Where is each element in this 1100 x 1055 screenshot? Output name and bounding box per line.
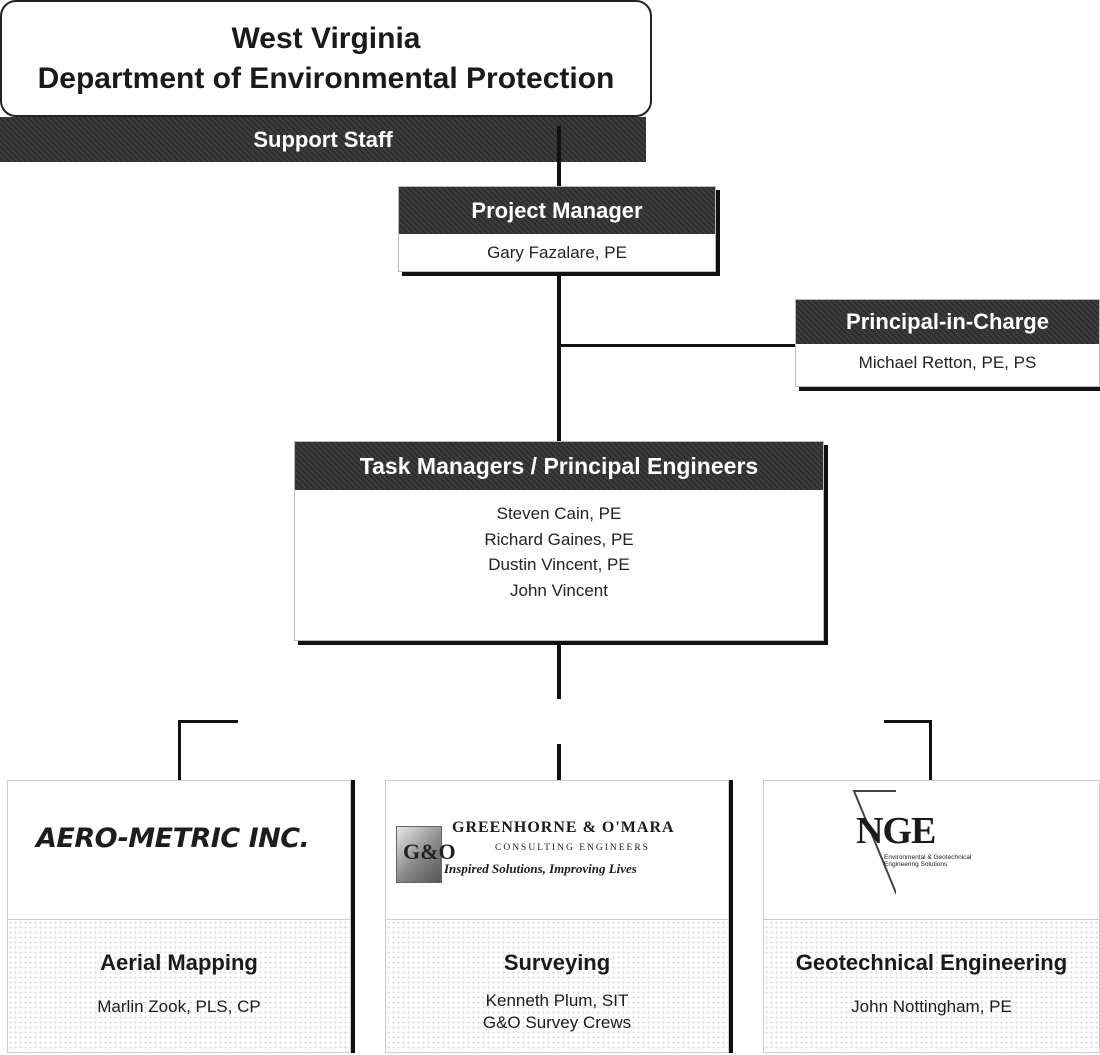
- firm-staff-name: Marlin Zook, PLS, CP: [97, 997, 261, 1016]
- task-manager-name: Dustin Vincent, PE: [488, 555, 630, 574]
- connector-ss-right-drop: [929, 720, 932, 780]
- go-logo-mark: G&O: [403, 839, 456, 864]
- project-manager-title: Project Manager: [399, 187, 715, 234]
- connector-ss-center-drop: [557, 744, 561, 780]
- connector-tm-ss: [557, 645, 561, 699]
- task-manager-name: John Vincent: [510, 580, 608, 600]
- agency-box: West Virginia Department of Environmenta…: [0, 0, 652, 117]
- task-managers-list: Steven Cain, PE Richard Gaines, PE Dusti…: [295, 490, 823, 603]
- firm-staff: John Nottingham, PE: [764, 996, 1099, 1018]
- connector-pic: [557, 344, 795, 347]
- firm-info: Surveying Kenneth Plum, SIT G&O Survey C…: [386, 920, 728, 1055]
- task-manager-name: Richard Gaines, PE: [484, 529, 634, 549]
- connector-ss-left-drop: [178, 720, 181, 780]
- firm-staff-name: G&O Survey Crews: [482, 1013, 632, 1032]
- agency-state: West Virginia: [231, 21, 421, 55]
- project-manager-name: Gary Fazalare, PE: [487, 243, 627, 262]
- project-manager-card: Project Manager Gary Fazalare, PE: [398, 186, 716, 272]
- firm-info: Aerial Mapping Marlin Zook, PLS, CP: [8, 920, 350, 1055]
- go-logo-sub: CONSULTING ENGINEERS: [495, 843, 650, 853]
- nge-logo-tagline: Environmental & Geotechnical Engineering…: [884, 854, 972, 868]
- connector-ss-left: [178, 720, 238, 723]
- greenhorne-logo: G&O GREENHORNE & O'MARA CONSULTING ENGIN…: [386, 781, 728, 920]
- task-manager-name: Steven Cain, PE: [496, 504, 622, 523]
- connector-pm-tm: [557, 276, 561, 441]
- aero-metric-logo: AERO-METRIC INC.: [8, 781, 350, 920]
- firm-staff: Kenneth Plum, SIT G&O Survey Crews: [386, 990, 728, 1034]
- go-logo-icon: G&O: [396, 826, 456, 883]
- task-managers-title: Task Managers / Principal Engineers: [295, 442, 823, 490]
- firm-info: Geotechnical Engineering John Nottingham…: [764, 920, 1099, 1055]
- connector-agency-pm: [557, 126, 561, 186]
- principal-in-charge-card: Principal-in-Charge Michael Retton, PE, …: [795, 299, 1100, 387]
- agency-name: Department of Environmental Protection: [37, 61, 615, 95]
- nge-logo-name: NGE: [856, 810, 936, 852]
- firm-discipline: Geotechnical Engineering: [795, 950, 1068, 975]
- connector-ss-right: [884, 720, 932, 723]
- firm-discipline: Surveying: [503, 950, 611, 975]
- support-staff-bar: Support Staff: [0, 117, 646, 162]
- firm-staff: Marlin Zook, PLS, CP: [8, 996, 350, 1018]
- firm-card-greenhorne: G&O GREENHORNE & O'MARA CONSULTING ENGIN…: [385, 780, 729, 1055]
- firm-staff-name: Kenneth Plum, SIT: [485, 991, 629, 1010]
- nge-triangle-icon: [852, 790, 896, 895]
- principal-in-charge-title: Principal-in-Charge: [796, 300, 1099, 344]
- firm-discipline: Aerial Mapping: [100, 950, 258, 975]
- go-logo-tagline: Inspired Solutions, Improving Lives: [444, 861, 637, 876]
- firm-card-nge: NGE Environmental & Geotechnical Enginee…: [763, 780, 1100, 1055]
- principal-in-charge-name: Michael Retton, PE, PS: [858, 353, 1037, 372]
- aero-metric-logo-text: AERO-METRIC INC.: [36, 823, 310, 854]
- task-managers-card: Task Managers / Principal Engineers Stev…: [294, 441, 824, 641]
- firm-card-aero-metric: AERO-METRIC INC. Aerial Mapping Marlin Z…: [7, 780, 351, 1055]
- nge-logo: NGE Environmental & Geotechnical Enginee…: [764, 781, 1099, 920]
- go-logo-name: GREENHORNE & O'MARA: [452, 819, 675, 836]
- firm-staff-name: John Nottingham, PE: [851, 997, 1012, 1016]
